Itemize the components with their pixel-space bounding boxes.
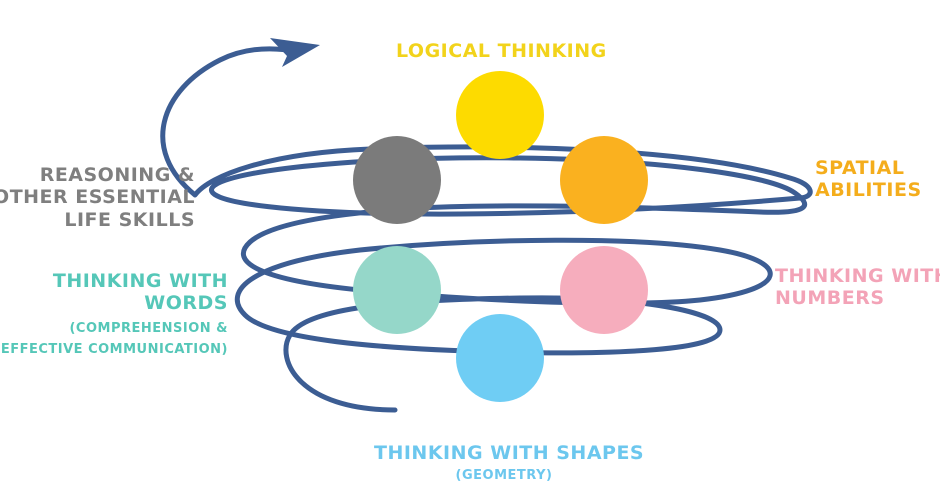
spiral-arrowhead	[270, 38, 320, 67]
circle-thinking-with-words	[353, 246, 441, 334]
circle-thinking-with-numbers	[560, 246, 648, 334]
label-words-line-3: (COMPREHENSION &	[69, 320, 228, 336]
circle-thinking-with-shapes	[456, 314, 544, 402]
label-shapes-line-2: (GEOMETRY)	[455, 468, 553, 484]
label-words-line-4: EFFECTIVE COMMUNICATION)	[0, 342, 228, 358]
label-reasoning: REASONING & OTHER ESSENTIAL LIFE SKILLS	[0, 164, 195, 231]
label-words-line-1: THINKING WITH	[52, 270, 228, 292]
label-reasoning-line-2: OTHER ESSENTIAL	[0, 186, 195, 209]
label-spatial-line-2: ABILITIES	[815, 179, 922, 202]
label-spatial-line-1: SPATIAL	[815, 157, 905, 179]
label-numbers-line-1: THINKING WITH	[775, 265, 940, 287]
label-words-line-2: WORDS	[144, 292, 228, 315]
label-reasoning-line-1: REASONING &	[39, 164, 195, 186]
circle-spatial-abilities	[560, 136, 648, 224]
label-thinking-with-numbers: THINKING WITH NUMBERS	[775, 265, 940, 310]
label-shapes-line-1: THINKING WITH SHAPES	[374, 442, 645, 464]
circle-reasoning	[353, 136, 441, 224]
label-thinking-with-shapes: THINKING WITH SHAPES (GEOMETRY)	[374, 442, 645, 484]
label-thinking-with-words: THINKING WITH WORDS (COMPREHENSION & EFF…	[1, 270, 228, 357]
label-numbers-line-2: NUMBERS	[775, 287, 885, 310]
label-spatial-abilities: SPATIAL ABILITIES	[815, 157, 922, 202]
label-reasoning-line-3: LIFE SKILLS	[64, 208, 195, 231]
circle-logical-thinking	[456, 71, 544, 159]
label-logical-thinking: LOGICAL THINKING	[396, 40, 607, 62]
